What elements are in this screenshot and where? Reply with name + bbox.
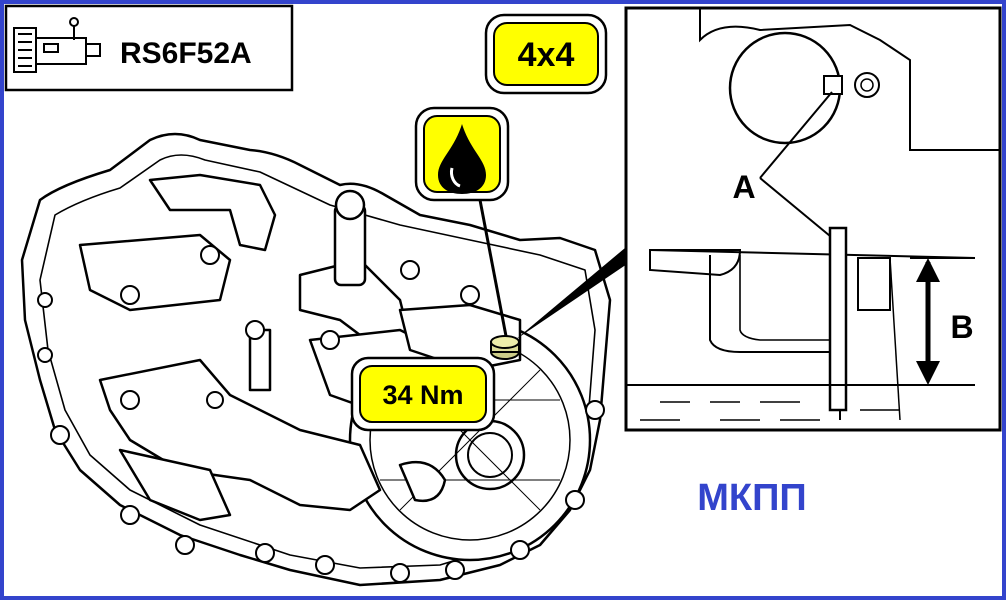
oil-surface-marks [640,401,900,421]
label-a: A [732,169,755,205]
gearbox-icon [13,17,101,73]
oil-pointer-line [478,199,508,337]
transmission-type-caption: МКПП [697,477,806,519]
detail-panel: A B [624,6,1002,432]
transmission-code-label: RS6F52A [120,37,252,70]
filler-plug [490,335,520,360]
label-b: B [950,309,973,345]
torque-label: 34 Nm [382,380,463,410]
oil-badge [414,106,510,202]
housing-bolts [37,245,605,583]
detail-pointer-wedge [515,248,630,340]
torque-badge: 34 Nm [350,356,496,432]
oil-drop-icon [438,124,486,194]
level-gauge [828,226,848,412]
drive-badge: 4x4 [484,13,608,95]
drive-badge-label: 4x4 [518,36,575,74]
